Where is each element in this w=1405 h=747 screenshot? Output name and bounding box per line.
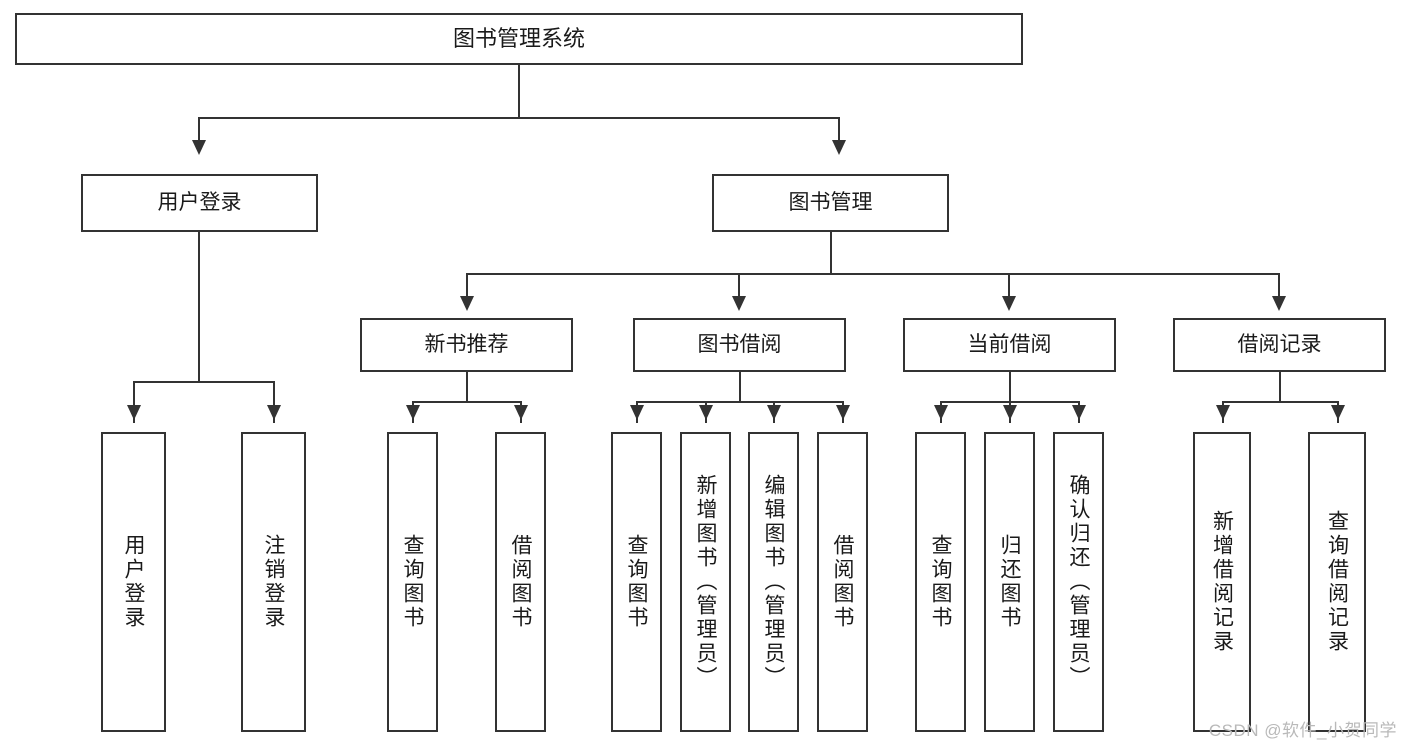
arrowhead-current-borrow-leaf-3 bbox=[1072, 405, 1086, 420]
node-current-borrow-label: 当前借阅 bbox=[967, 332, 1052, 356]
connector-book-manage-bus bbox=[466, 273, 1280, 275]
connector-new-book-rec-bus bbox=[412, 401, 521, 403]
arrowhead-book-manage-child-1 bbox=[460, 296, 474, 311]
arrowhead-user-login-leaf-1 bbox=[127, 405, 141, 420]
node-leaf-query-book-2[interactable]: 查询图书 bbox=[611, 432, 662, 732]
arrowhead-borrow-record-leaf-2 bbox=[1331, 405, 1345, 420]
node-new-book-rec[interactable]: 新书推荐 bbox=[360, 318, 573, 372]
arrowhead-user-login-leaf-2 bbox=[267, 405, 281, 420]
arrowhead-current-borrow-leaf-1 bbox=[934, 405, 948, 420]
node-leaf-query-book-2-label: 查询图书 bbox=[625, 534, 648, 630]
node-leaf-return-book-label: 归还图书 bbox=[998, 534, 1021, 630]
arrowhead-book-manage-child-4 bbox=[1272, 296, 1286, 311]
arrowhead-borrow-record-leaf-1 bbox=[1216, 405, 1230, 420]
arrowhead-book-manage-child-3 bbox=[1002, 296, 1016, 311]
node-leaf-user-logout[interactable]: 注销登录 bbox=[241, 432, 306, 732]
node-leaf-borrow-book-2-label: 借阅图书 bbox=[831, 534, 854, 630]
node-user-login[interactable]: 用户登录 bbox=[81, 174, 318, 232]
connector-borrow-record-bus bbox=[1222, 401, 1338, 403]
node-leaf-query-book-1[interactable]: 查询图书 bbox=[387, 432, 438, 732]
node-leaf-add-book-label: 新增图书（管理员） bbox=[694, 474, 717, 690]
arrowhead-new-book-rec-leaf-1 bbox=[406, 405, 420, 420]
connector-book-borrow-stem bbox=[739, 372, 741, 402]
connector-user-login-bus bbox=[133, 381, 275, 383]
node-root-label: 图书管理系统 bbox=[452, 26, 585, 52]
node-leaf-query-record-label: 查询借阅记录 bbox=[1325, 510, 1349, 654]
connector-user-login-drop-1 bbox=[133, 381, 135, 423]
node-leaf-return-book[interactable]: 归还图书 bbox=[984, 432, 1035, 732]
connector-user-login-stem bbox=[198, 232, 200, 382]
node-book-manage[interactable]: 图书管理 bbox=[712, 174, 949, 232]
connector-borrow-record-stem bbox=[1279, 372, 1281, 402]
node-borrow-record[interactable]: 借阅记录 bbox=[1173, 318, 1386, 372]
arrowhead-root-to-user-login bbox=[192, 140, 206, 155]
node-leaf-borrow-book-1[interactable]: 借阅图书 bbox=[495, 432, 546, 732]
connector-root-to-user-login bbox=[198, 117, 200, 142]
node-leaf-user-login-label: 用户登录 bbox=[122, 534, 145, 630]
node-book-borrow-label: 图书借阅 bbox=[697, 332, 782, 356]
node-root[interactable]: 图书管理系统 bbox=[15, 13, 1023, 65]
connector-book-manage-drop-2 bbox=[738, 273, 740, 298]
node-leaf-edit-book-label: 编辑图书（管理员） bbox=[762, 474, 785, 690]
node-leaf-add-record-label: 新增借阅记录 bbox=[1210, 510, 1234, 654]
node-user-login-label: 用户登录 bbox=[157, 190, 242, 214]
node-leaf-query-record[interactable]: 查询借阅记录 bbox=[1308, 432, 1366, 732]
connector-root-to-book-manage bbox=[838, 117, 840, 142]
arrowhead-root-to-book-manage bbox=[832, 140, 846, 155]
connector-root-bus bbox=[198, 117, 840, 119]
node-borrow-record-label: 借阅记录 bbox=[1237, 332, 1322, 356]
node-leaf-borrow-book-2[interactable]: 借阅图书 bbox=[817, 432, 868, 732]
node-leaf-borrow-book-1-label: 借阅图书 bbox=[509, 534, 532, 630]
arrowhead-book-borrow-leaf-1 bbox=[630, 405, 644, 420]
node-leaf-user-login[interactable]: 用户登录 bbox=[101, 432, 166, 732]
connector-book-manage-drop-3 bbox=[1008, 273, 1010, 298]
node-leaf-query-book-1-label: 查询图书 bbox=[401, 534, 424, 630]
node-current-borrow[interactable]: 当前借阅 bbox=[903, 318, 1116, 372]
node-book-manage-label: 图书管理 bbox=[788, 190, 873, 214]
connector-book-borrow-bus bbox=[636, 401, 843, 403]
node-leaf-add-record[interactable]: 新增借阅记录 bbox=[1193, 432, 1251, 732]
connector-user-login-drop-2 bbox=[273, 381, 275, 423]
node-leaf-edit-book[interactable]: 编辑图书（管理员） bbox=[748, 432, 799, 732]
node-leaf-add-book[interactable]: 新增图书（管理员） bbox=[680, 432, 731, 732]
node-leaf-confirm-return-label: 确认归还（管理员） bbox=[1067, 474, 1090, 690]
arrowhead-book-borrow-leaf-4 bbox=[836, 405, 850, 420]
arrowhead-book-borrow-leaf-3 bbox=[767, 405, 781, 420]
connector-book-manage-drop-4 bbox=[1278, 273, 1280, 298]
node-leaf-confirm-return[interactable]: 确认归还（管理员） bbox=[1053, 432, 1104, 732]
node-book-borrow[interactable]: 图书借阅 bbox=[633, 318, 846, 372]
connector-root-stem bbox=[518, 65, 520, 118]
connector-book-manage-stem bbox=[830, 232, 832, 274]
connector-new-book-rec-stem bbox=[466, 372, 468, 402]
arrowhead-current-borrow-leaf-2 bbox=[1003, 405, 1017, 420]
node-leaf-query-book-3-label: 查询图书 bbox=[929, 534, 952, 630]
connector-book-manage-drop-1 bbox=[466, 273, 468, 298]
node-leaf-user-logout-label: 注销登录 bbox=[262, 534, 285, 630]
node-new-book-rec-label: 新书推荐 bbox=[424, 332, 509, 356]
arrowhead-book-borrow-leaf-2 bbox=[699, 405, 713, 420]
arrowhead-book-manage-child-2 bbox=[732, 296, 746, 311]
arrowhead-new-book-rec-leaf-2 bbox=[514, 405, 528, 420]
connector-current-borrow-stem bbox=[1009, 372, 1011, 402]
node-leaf-query-book-3[interactable]: 查询图书 bbox=[915, 432, 966, 732]
